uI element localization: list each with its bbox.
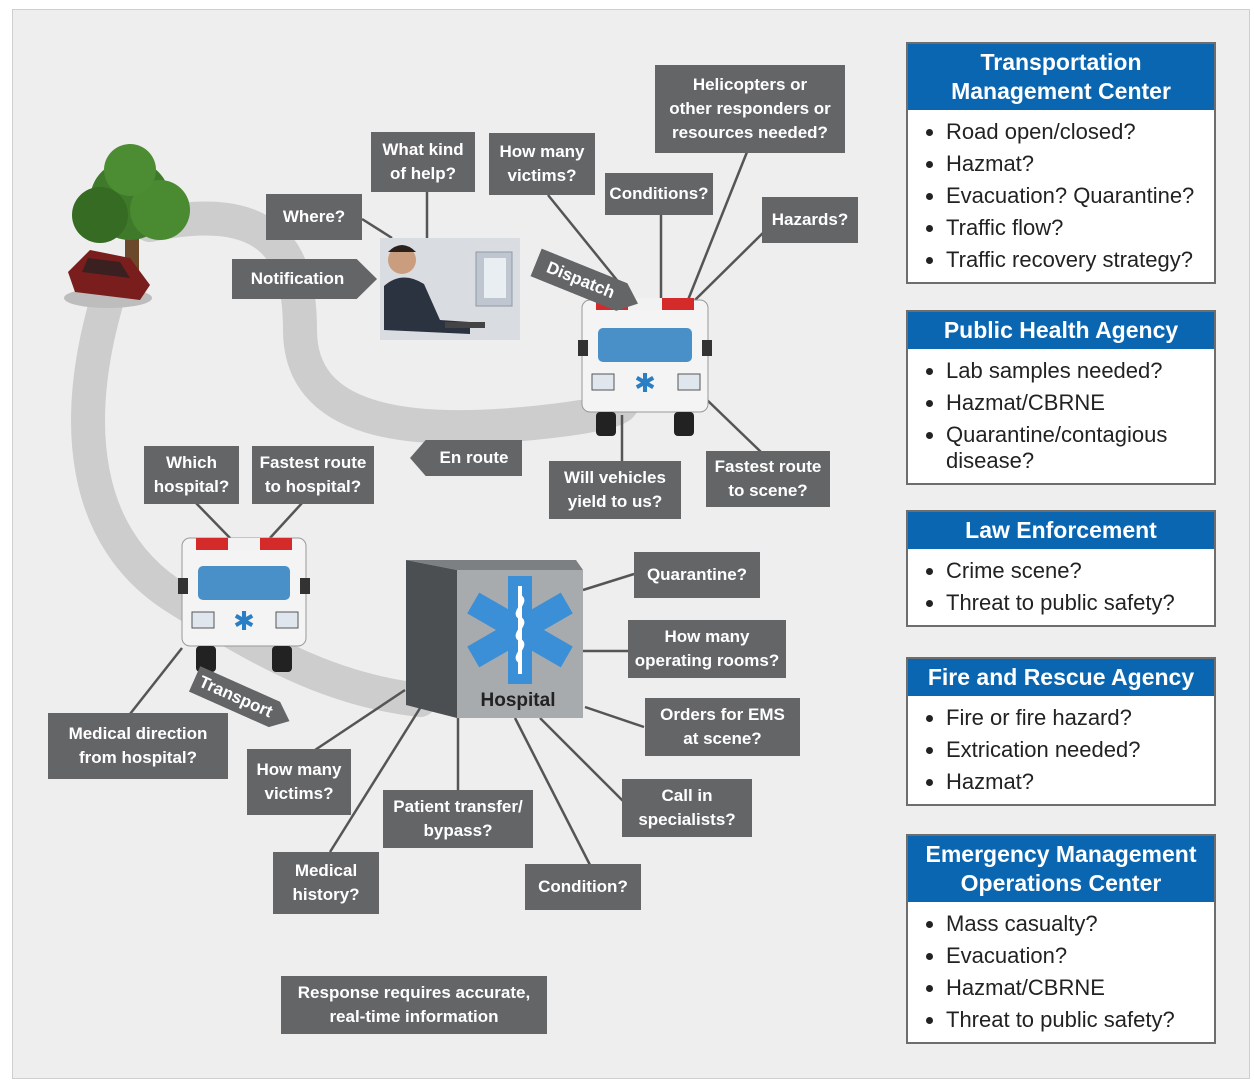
panel-fire-and-rescue-agency: Fire and Rescue Agency Fire or fire haza… [906, 657, 1216, 806]
label-helicopters: Helicopters or other responders or resou… [655, 65, 845, 153]
tree-icon [72, 144, 190, 280]
list-item: Threat to public safety? [946, 1004, 1204, 1036]
panel-list: Mass casualty? Evacuation? Hazmat/CBRNE … [908, 902, 1214, 1042]
label-will-vehicles-yield: Will vehicles yield to us? [549, 461, 681, 519]
svg-text:✱: ✱ [634, 368, 656, 398]
en-route-arrow-label: En route [410, 440, 522, 476]
list-item: Evacuation? Quarantine? [946, 180, 1204, 212]
notification-arrow-label: Notification [232, 259, 377, 299]
connector-lines [129, 151, 771, 866]
list-item: Extrication needed? [946, 734, 1204, 766]
list-item: Fire or fire hazard? [946, 702, 1204, 734]
label-orders-ems: Orders for EMS at scene? [645, 698, 800, 756]
panel-title: Transportation Management Center [908, 44, 1214, 110]
list-item: Evacuation? [946, 940, 1204, 972]
label-how-many-victims-top: How many victims? [489, 133, 595, 195]
label-medical-history: Medical history? [273, 852, 379, 914]
list-item: Hazmat? [946, 766, 1204, 798]
panel-list: Fire or fire hazard? Extrication needed?… [908, 696, 1214, 804]
list-item: Quarantine/contagious disease? [946, 419, 1204, 477]
list-item: Hazmat/CBRNE [946, 972, 1204, 1004]
panel-title: Law Enforcement [908, 512, 1214, 549]
list-item: Traffic recovery strategy? [946, 244, 1204, 276]
label-call-specialists: Call in specialists? [622, 779, 752, 837]
panel-list: Road open/closed? Hazmat? Evacuation? Qu… [908, 110, 1214, 282]
list-item: Hazmat/CBRNE [946, 387, 1204, 419]
panel-list: Lab samples needed? Hazmat/CBRNE Quarant… [908, 349, 1214, 483]
panel-title: Public Health Agency [908, 312, 1214, 349]
svg-text:✱: ✱ [233, 606, 255, 636]
list-item: Road open/closed? [946, 116, 1204, 148]
ambulance-icon: ✱ [178, 537, 310, 672]
label-condition: Condition? [525, 864, 641, 910]
list-item: Threat to public safety? [946, 587, 1204, 619]
hospital-label: Hospital [481, 690, 556, 711]
hospital-building-icon [406, 560, 583, 718]
label-conditions: Conditions? [605, 173, 713, 215]
crashed-car-icon [64, 250, 152, 308]
dispatcher-icon [380, 238, 520, 340]
list-item: Crime scene? [946, 555, 1204, 587]
label-operating-rooms: How many operating rooms? [628, 620, 786, 678]
list-item: Lab samples needed? [946, 355, 1204, 387]
label-how-many-victims-bottom: How many victims? [247, 749, 351, 815]
label-fastest-route-scene: Fastest route to scene? [706, 451, 830, 507]
list-item: Traffic flow? [946, 212, 1204, 244]
list-item: Mass casualty? [946, 908, 1204, 940]
panel-list: Crime scene? Threat to public safety? [908, 549, 1214, 625]
label-fastest-route-hospital: Fastest route to hospital? [252, 446, 374, 504]
panel-public-health-agency: Public Health Agency Lab samples needed?… [906, 310, 1216, 485]
ambulance-icon: ✱ [578, 298, 712, 436]
footer-note: Response requires accurate, real-time in… [281, 976, 547, 1034]
panel-law-enforcement: Law Enforcement Crime scene? Threat to p… [906, 510, 1216, 627]
star-of-life-icon [467, 576, 573, 684]
label-medical-direction: Medical direction from hospital? [48, 713, 228, 779]
panel-title: Fire and Rescue Agency [908, 659, 1214, 696]
label-quarantine: Quarantine? [634, 552, 760, 598]
label-where: Where? [266, 194, 362, 240]
label-which-hospital: Which hospital? [144, 446, 239, 504]
label-patient-transfer: Patient transfer/ bypass? [383, 790, 533, 848]
label-what-kind-of-help: What kind of help? [371, 132, 475, 192]
list-item: Hazmat? [946, 148, 1204, 180]
panel-emergency-management-operations-center: Emergency Management Operations Center M… [906, 834, 1216, 1044]
panel-title: Emergency Management Operations Center [908, 836, 1214, 902]
label-hazards: Hazards? [762, 197, 858, 243]
panel-transportation-management-center: Transportation Management Center Road op… [906, 42, 1216, 284]
